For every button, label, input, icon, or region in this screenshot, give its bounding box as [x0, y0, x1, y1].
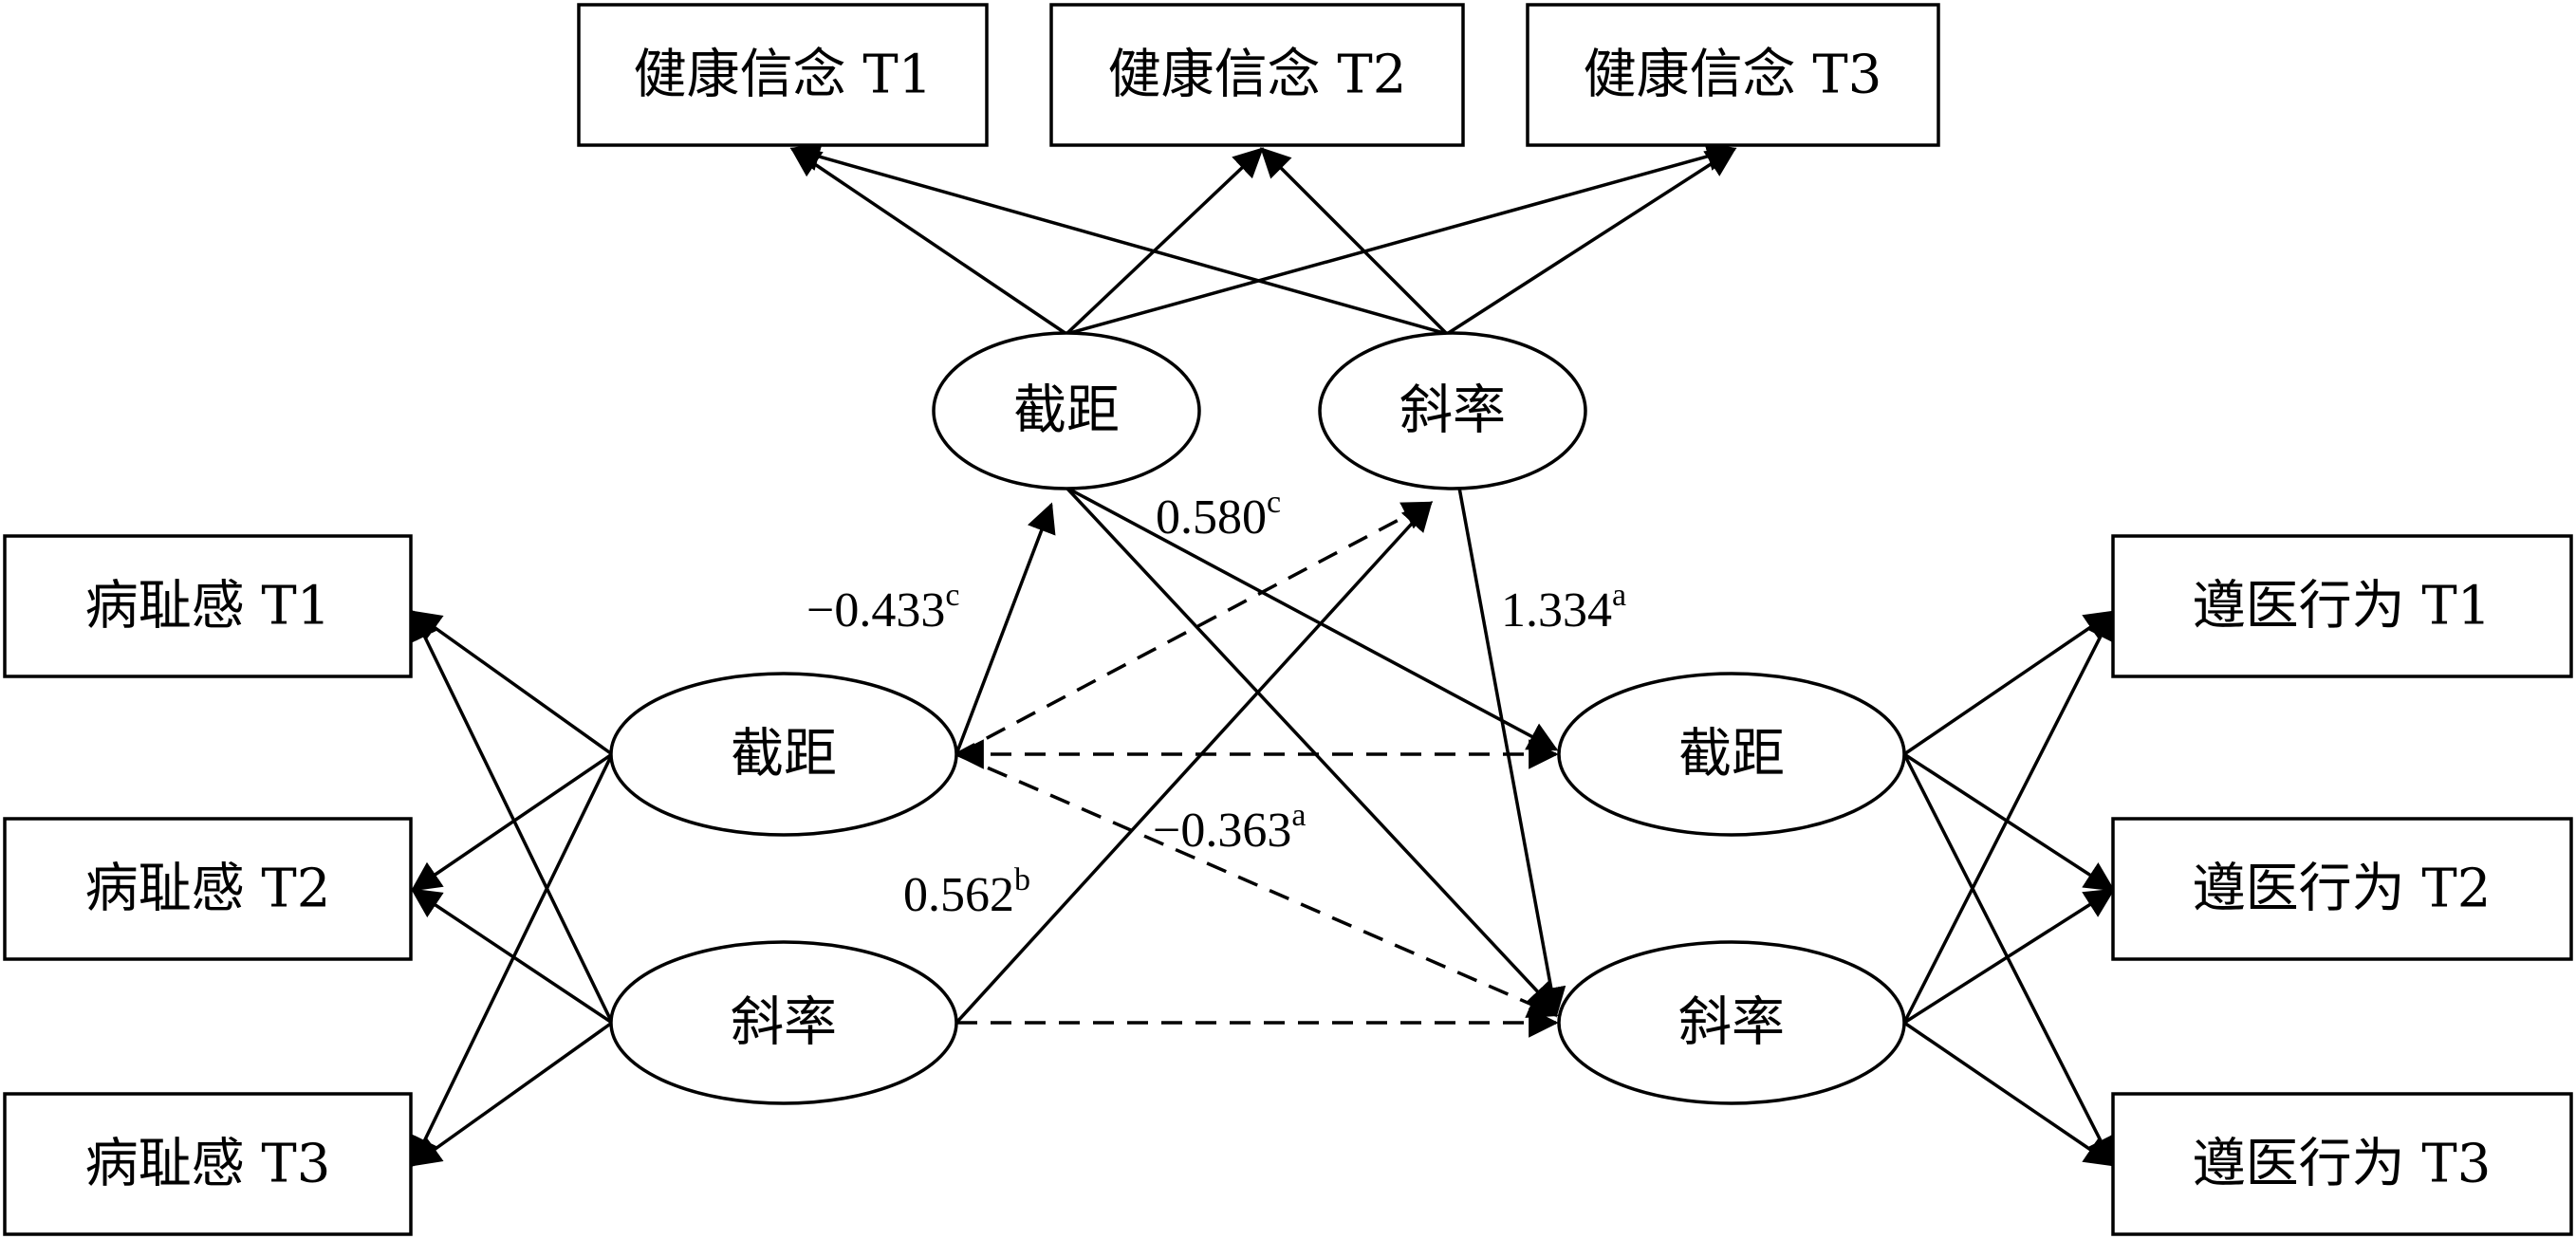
path-st-intercept-to-hb-slope: [955, 501, 1434, 756]
path-hb-slope-to-t2: [1260, 147, 1449, 336]
box-adherence-t3: 遵医行为 T3: [2111, 1092, 2573, 1236]
coef-value: 1.334: [1501, 583, 1612, 638]
path-hb-slope-to-ad-slope: [1457, 487, 1566, 1018]
box-health-belief-t3: 健康信念 T3: [1526, 3, 1940, 147]
svg-text:遵医行为 T2: 遵医行为 T2: [2193, 859, 2492, 920]
path-st-slope-to-t2: [410, 888, 613, 1025]
coef-sig: a: [1612, 578, 1626, 613]
coef-value: 0.580: [1156, 490, 1267, 545]
box-stigma-t3: 病耻感 T3: [3, 1092, 413, 1236]
box-stigma-t2: 病耻感 T2: [3, 817, 413, 961]
svg-text:遵医行为 T3: 遵医行为 T3: [2193, 1134, 2492, 1195]
svg-text:健康信念 T3: 健康信念 T3: [1584, 45, 1882, 106]
path-hb-slope-to-t1: [789, 141, 1448, 336]
box-health-belief-t2: 健康信念 T2: [1049, 3, 1465, 147]
coef-value: −0.363: [1153, 804, 1291, 858]
path-st-slope-to-t3: [410, 1021, 614, 1167]
path-ad-slope-to-t2: [1903, 888, 2116, 1025]
svg-text:截距: 截距: [731, 724, 837, 786]
svg-text:病耻感 T2: 病耻感 T2: [85, 859, 331, 920]
svg-text:病耻感 T3: 病耻感 T3: [85, 1134, 331, 1195]
coef-stigma-intercept-to-hb-intercept: −0.433c: [806, 578, 959, 638]
path-hb-slope-to-t3: [1446, 147, 1737, 336]
svg-text:健康信念 T2: 健康信念 T2: [1108, 45, 1407, 106]
path-st-slope-to-hb-slope: [954, 501, 1433, 1025]
coef-sig: b: [1014, 862, 1030, 897]
ellipse-stigma-slope: 斜率: [609, 940, 958, 1105]
svg-text:病耻感 T1: 病耻感 T1: [85, 576, 331, 638]
path-ad-slope-to-t3: [1903, 1021, 2116, 1167]
ellipse-stigma-intercept: 截距: [609, 672, 958, 837]
ellipse-adherence-slope: 斜率: [1557, 940, 1906, 1105]
box-stigma-t1: 病耻感 T1: [3, 534, 413, 678]
svg-text:健康信念 T1: 健康信念 T1: [634, 45, 933, 106]
coef-stigma-slope-to-hb-slope: 0.562b: [903, 862, 1030, 922]
path-hb-intercept-to-t1: [789, 147, 1067, 336]
box-adherence-t1: 遵医行为 T1: [2111, 534, 2573, 678]
ellipse-adherence-intercept: 截距: [1557, 672, 1906, 837]
paths: [410, 141, 2116, 1168]
path-ad-intercept-to-t2: [1903, 752, 2116, 892]
svg-text:斜率: 斜率: [731, 992, 837, 1054]
coef-value: −0.433: [806, 583, 945, 638]
path-hb-intercept-to-t2: [1065, 147, 1264, 336]
box-health-belief-t1: 健康信念 T1: [577, 3, 989, 147]
coef-sig: a: [1291, 798, 1306, 833]
coef-sig: c: [1267, 485, 1281, 520]
svg-text:斜率: 斜率: [1678, 992, 1785, 1054]
ellipse-health-belief-slope: 斜率: [1318, 331, 1587, 490]
path-hb-intercept-to-t3: [1066, 141, 1737, 336]
path-st-intercept-to-t3: [411, 753, 614, 1168]
path-st-intercept-to-t2: [410, 752, 613, 892]
svg-text:截距: 截距: [1013, 380, 1120, 442]
path-hb-intercept-to-ad-slope: [1065, 486, 1558, 1013]
coef-sig: c: [945, 578, 959, 613]
path-ad-intercept-to-t1: [1903, 610, 2116, 756]
box-adherence-t2: 遵医行为 T2: [2111, 817, 2573, 961]
coef-hb-slope-to-ad-slope: 1.334a: [1501, 578, 1626, 638]
path-st-intercept-to-ad-slope: [955, 752, 1559, 1018]
svg-text:斜率: 斜率: [1399, 380, 1506, 442]
ellipse-health-belief-intercept: 截距: [932, 331, 1201, 490]
path-st-slope-to-t1: [411, 609, 614, 1024]
coef-value: 0.562: [903, 868, 1014, 922]
path-ad-intercept-to-t3: [1902, 753, 2115, 1168]
path-st-intercept-to-hb-intercept: [954, 502, 1056, 755]
svg-text:截距: 截距: [1678, 724, 1785, 786]
path-st-intercept-to-t1: [410, 610, 614, 756]
path-ad-slope-to-t1: [1902, 609, 2115, 1024]
svg-text:遵医行为 T1: 遵医行为 T1: [2193, 576, 2492, 638]
coef-hb-intercept-to-ad-intercept: 0.580c: [1156, 485, 1281, 545]
path-hb-intercept-to-ad-intercept: [1066, 486, 1559, 751]
coef-hb-intercept-to-ad-slope: −0.363a: [1153, 798, 1306, 858]
